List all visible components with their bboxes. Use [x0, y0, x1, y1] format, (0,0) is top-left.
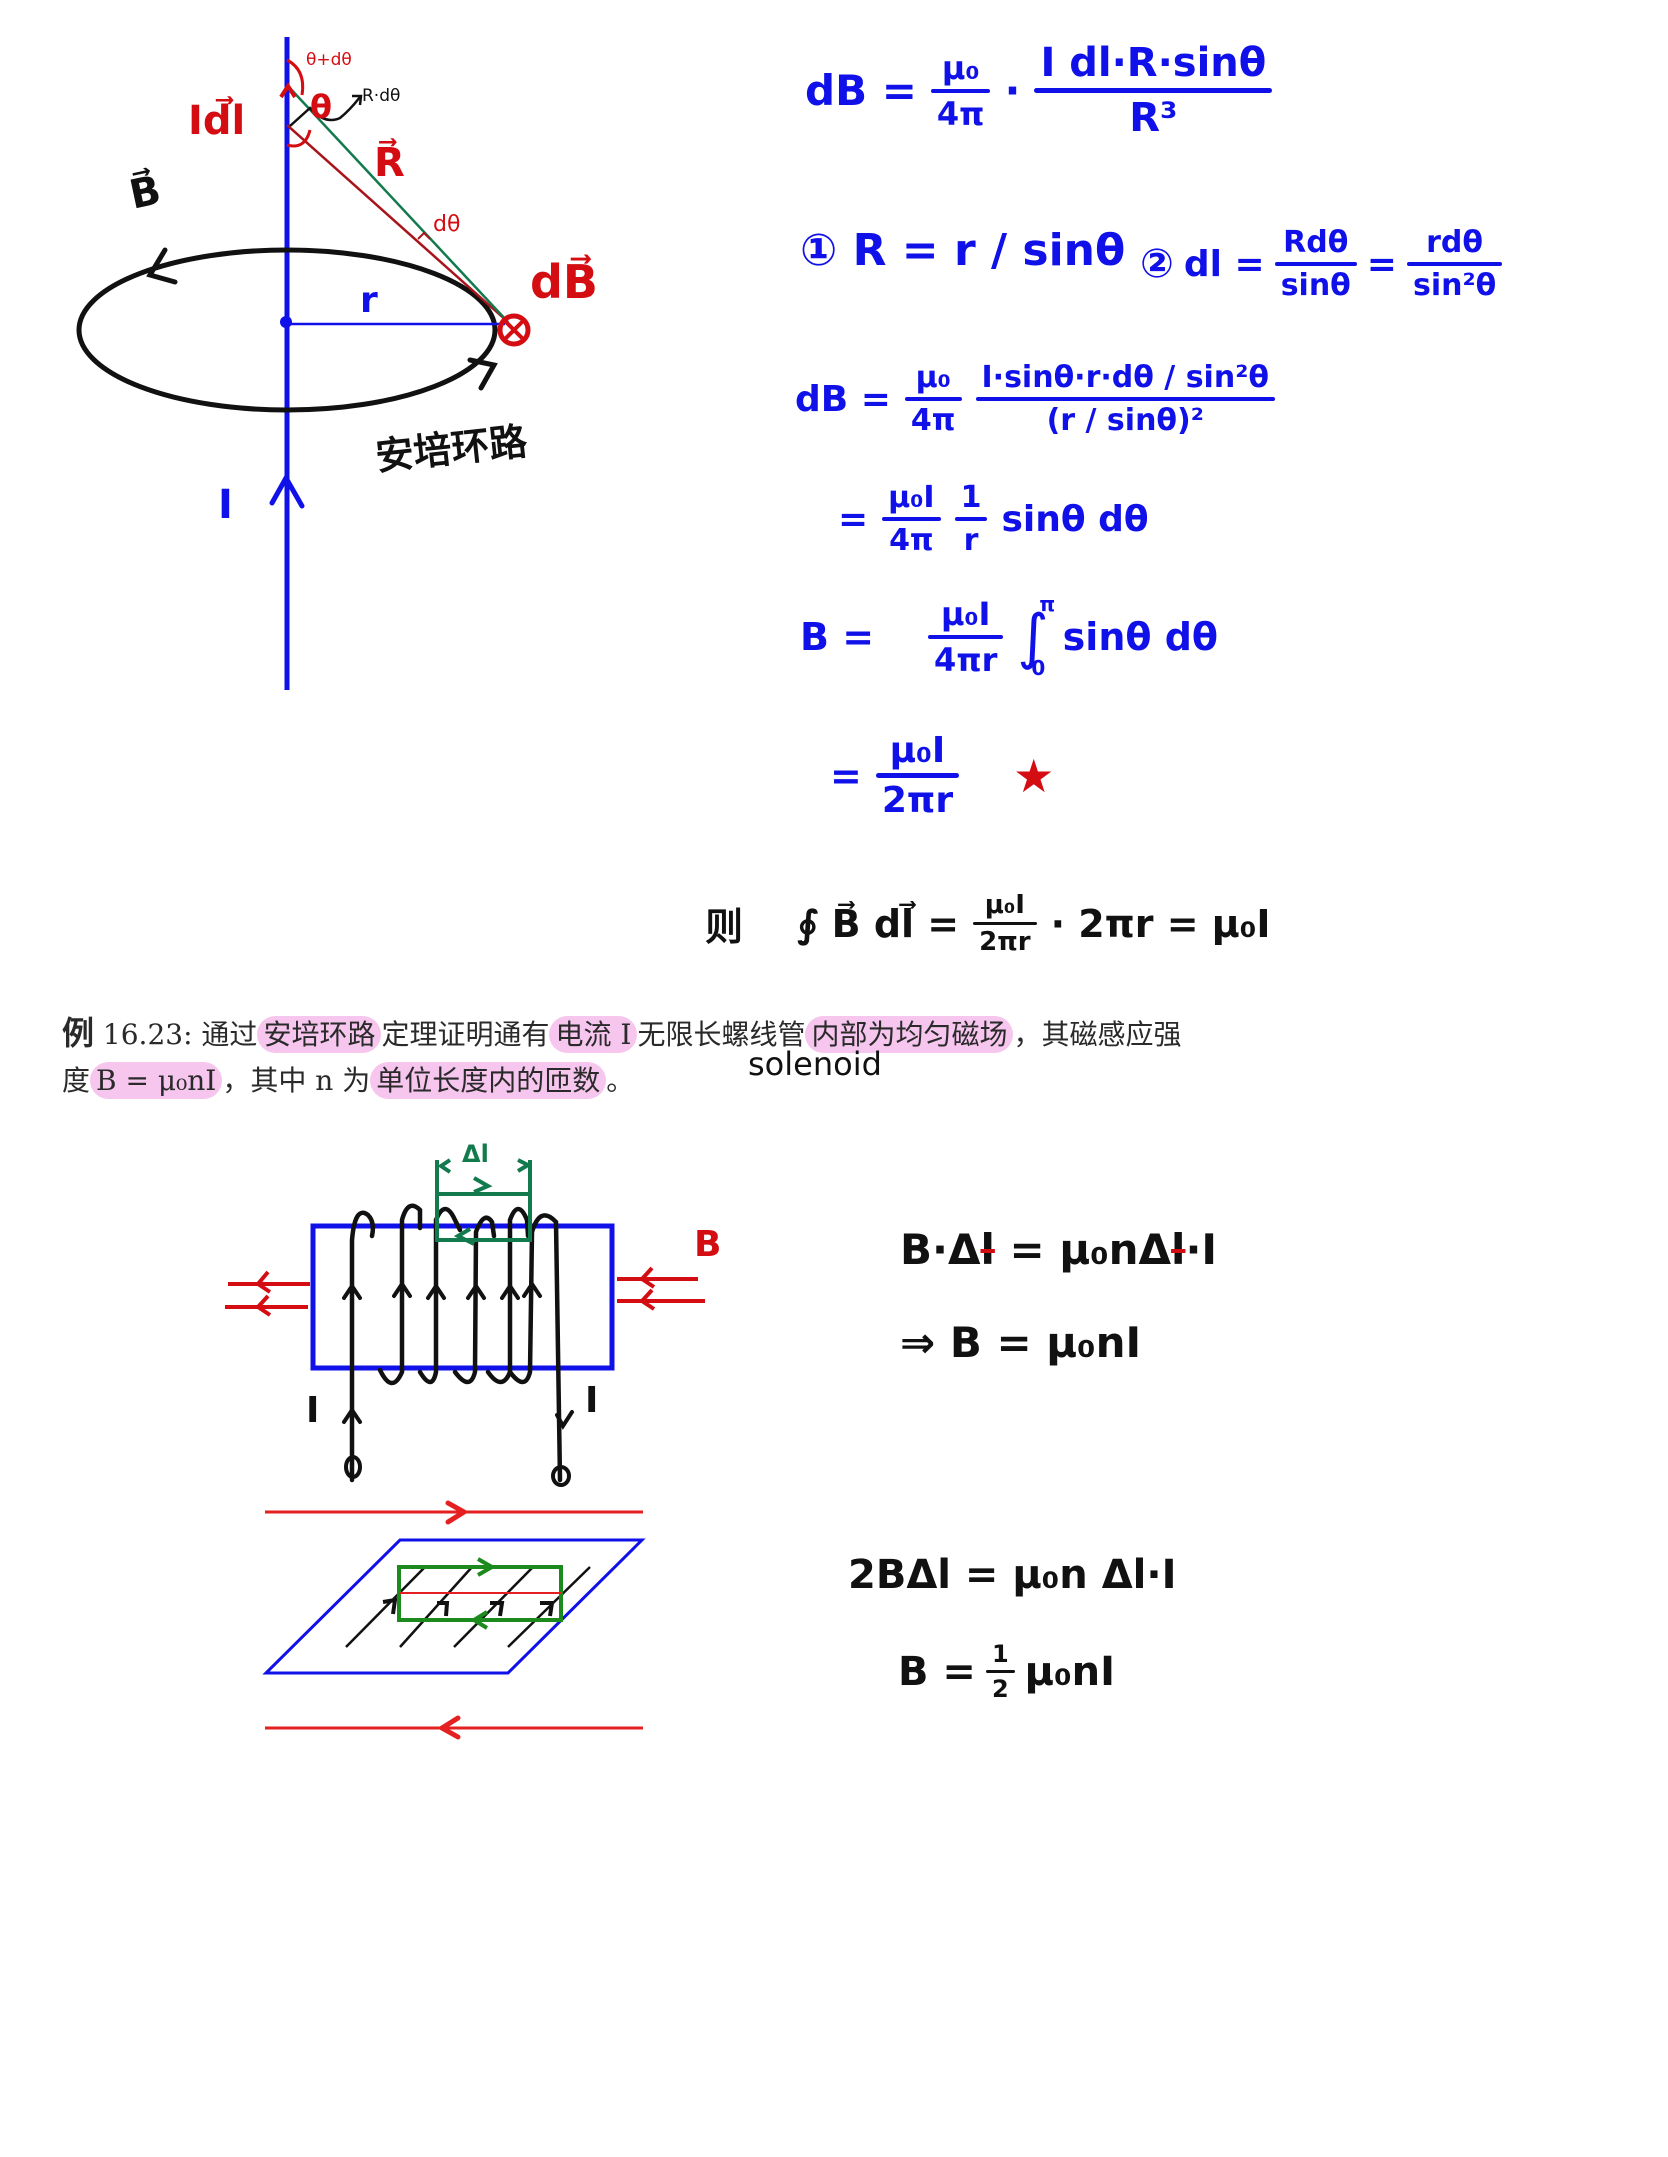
loop-arrow-icon — [146, 247, 178, 285]
equation-r-relation: ① R = r / sinθ — [800, 225, 1126, 276]
current-out-label: I — [585, 1380, 599, 1421]
current-in-label: I — [306, 1390, 320, 1431]
solenoid-body — [310, 1223, 615, 1371]
star-icon: ★ — [1013, 748, 1055, 803]
sheet-plane — [262, 1538, 646, 1675]
r-dtheta-pointer — [289, 96, 361, 127]
equation-solenoid-ampere: B·Δl = μ₀nΔl·I — [900, 1225, 1218, 1274]
b-field-arrow-icon — [254, 1294, 272, 1317]
db-label: dB⃗ — [530, 255, 598, 309]
radius-label: r — [360, 280, 378, 321]
current-label: I — [218, 482, 233, 528]
theta-label: θ — [310, 88, 332, 126]
loop-arrow-icon — [470, 1610, 489, 1630]
theta-arc — [286, 129, 312, 148]
sheet-field-lines — [345, 1566, 591, 1648]
arrow-icon — [352, 94, 363, 106]
coil-arrow-icons — [342, 1280, 574, 1430]
r-dtheta-label: R·dθ — [362, 86, 401, 106]
solenoid-annotation: solenoid — [748, 1045, 882, 1083]
amperian-rect — [435, 1158, 533, 1246]
r-vector-green — [286, 84, 509, 323]
b-field-arrow-icon — [638, 1266, 656, 1289]
current-arrow-icon — [269, 472, 305, 509]
theta-dtheta-label: θ+dθ — [306, 50, 352, 70]
current-arrow-icon — [445, 1500, 469, 1525]
terminal-in — [344, 1455, 362, 1479]
b-field-arrow-icon — [638, 1288, 656, 1311]
loop-arrow-icon — [477, 1557, 497, 1577]
highlight: 电流 I — [549, 1016, 638, 1053]
sheet-arrow-icons — [382, 1597, 555, 1617]
delta-l-label: Δl — [462, 1140, 489, 1168]
r-vector-red — [286, 124, 509, 323]
equation-solenoid-result: ⇒ B = μ₀nI — [900, 1318, 1142, 1367]
center-dot — [280, 316, 292, 328]
equation-sheet-ampere: 2BΔl = μ₀n Δl·I — [848, 1552, 1177, 1598]
into-page-icon — [497, 313, 531, 347]
current-arrow-icon — [437, 1715, 461, 1740]
theta-dtheta-arc — [286, 58, 305, 96]
dl-arrow-icon — [279, 82, 297, 99]
ampere-loop — [76, 247, 498, 413]
highlight: 安培环路 — [257, 1016, 382, 1053]
dtheta-label: dθ — [433, 212, 461, 237]
solenoid-b-label: B — [694, 1224, 722, 1265]
highlight: 单位长度内的匝数 — [370, 1062, 607, 1099]
solenoid-coils — [349, 1203, 563, 1483]
idl-label: Id⃗l — [188, 98, 246, 144]
terminal-out — [551, 1465, 571, 1487]
highlight: 内部为均匀磁场 — [805, 1016, 1014, 1053]
loop-arrow-icon — [467, 357, 498, 391]
r-vector-label: R⃗ — [374, 140, 405, 186]
right-angle-mark — [417, 231, 431, 240]
highlight: B = μ₀nI — [90, 1062, 223, 1099]
b-field-arrow-icon — [255, 1270, 272, 1294]
